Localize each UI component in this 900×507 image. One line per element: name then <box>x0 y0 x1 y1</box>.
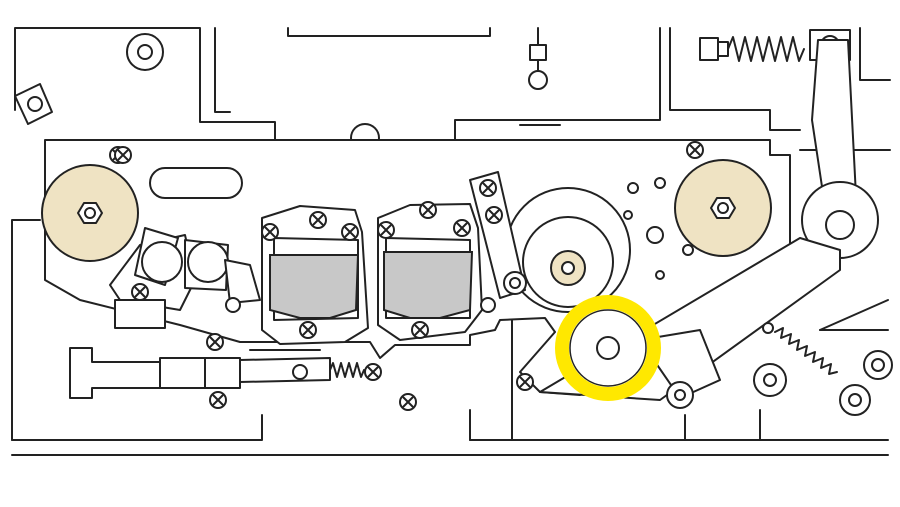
erase-head <box>261 205 369 345</box>
guide-post-arm <box>469 171 527 299</box>
supply-guide-roller <box>41 164 139 262</box>
takeup-guide-roller <box>674 159 772 257</box>
record-play-head <box>377 201 483 341</box>
right-spring <box>753 299 893 416</box>
pinch-roller <box>555 295 661 401</box>
pressure-arm-upper <box>801 39 879 259</box>
chassis-outline <box>11 27 891 456</box>
capstan-flywheel <box>505 187 631 313</box>
top-center-stud <box>528 27 548 90</box>
plate-holes <box>623 177 694 280</box>
lower-slider <box>69 347 382 399</box>
top-left-pin <box>126 33 164 71</box>
top-left-bracket <box>14 83 53 125</box>
